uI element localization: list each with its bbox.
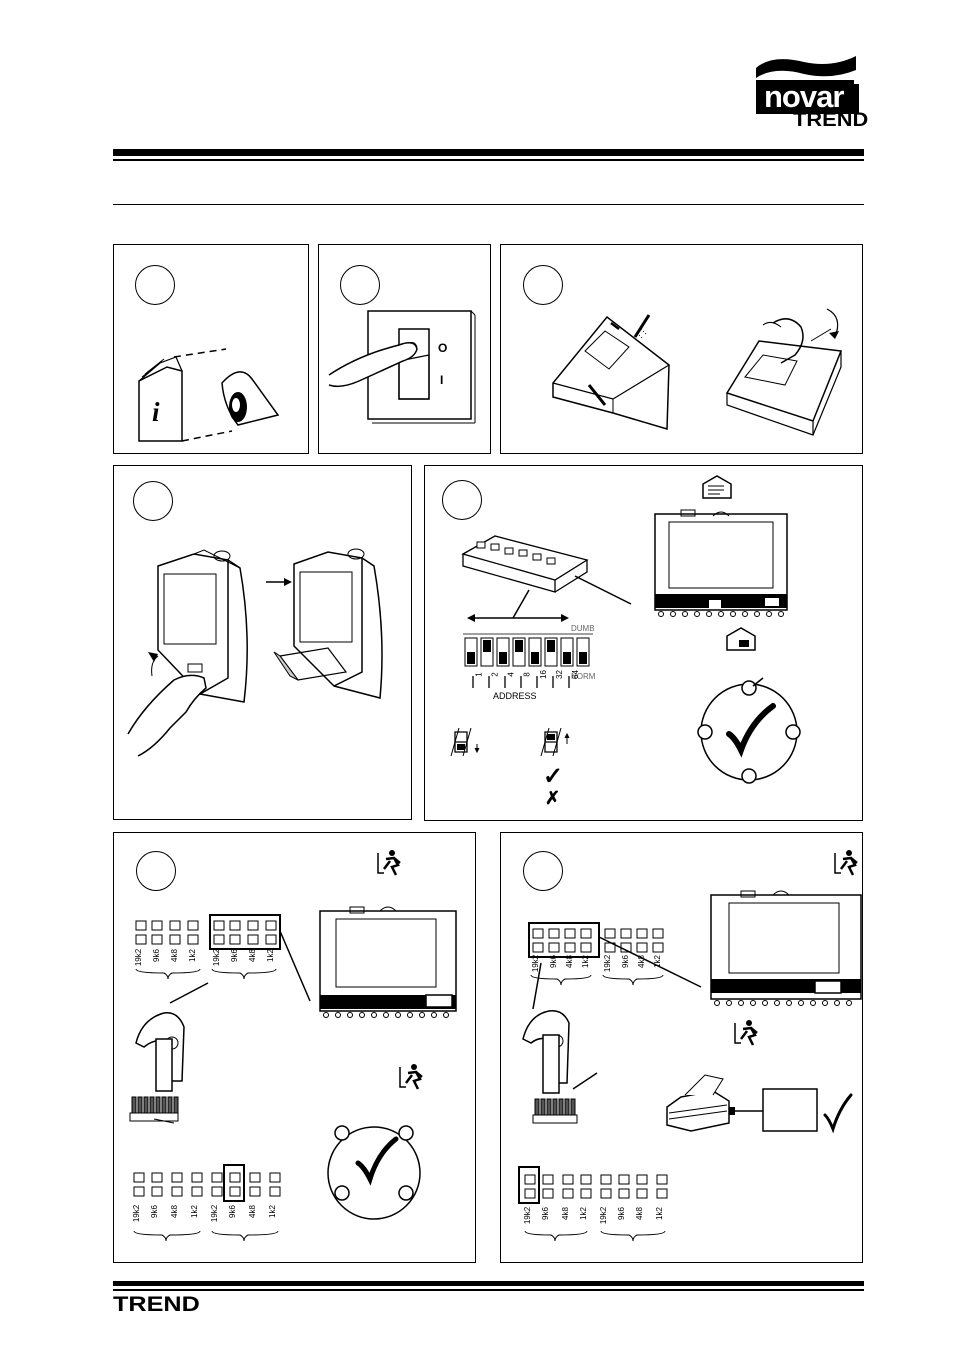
baud-label: 19k2	[599, 1206, 609, 1225]
trend-logo-header: TREND	[793, 110, 869, 131]
panel-step-1: i	[113, 244, 309, 454]
baud-label: 1k2	[267, 1205, 277, 1218]
cross-icon: ✗	[545, 788, 561, 808]
address-value: 2	[490, 672, 500, 677]
baud-label: 1k2	[189, 1205, 199, 1218]
baud-label: 9k6	[540, 1207, 550, 1220]
baud-label: 4k8	[634, 1207, 644, 1220]
panel-step-3	[500, 244, 863, 454]
step-marker	[340, 265, 380, 305]
footer-rule-thin	[113, 1289, 864, 1291]
step-marker	[133, 481, 173, 521]
header-rule-thick	[113, 149, 864, 156]
registered-mark: ®	[840, 64, 846, 73]
step-marker	[523, 265, 563, 305]
printer-baud-illustration	[518, 850, 862, 1242]
baud-label: 9k6	[149, 1205, 159, 1218]
baud-label: 19k2	[132, 1204, 142, 1223]
address-values: 1 2 4 8 16 32 64	[469, 670, 589, 694]
baud-label: 4k8	[560, 1207, 570, 1220]
step-marker	[442, 480, 482, 520]
baud-label: 9k6	[616, 1207, 626, 1220]
dumb-label: DUMB	[571, 624, 595, 633]
address-value: 64	[570, 670, 580, 679]
footer-rule-thick	[113, 1281, 864, 1286]
trend-logo-footer: TREND	[113, 1293, 200, 1316]
baud-label: 19k2	[523, 1206, 533, 1225]
panel-step-7: 19k2 9k6 4k8 1k2 19k2 9k6 4k8 1k2 19k2 9…	[500, 832, 863, 1263]
panel-step-6: 19k2 9k6 4k8 1k2 19k2 9k6 4k8 1k2 19k2 9…	[113, 832, 476, 1263]
address-label: ADDRESS	[493, 691, 537, 701]
address-switch-illustration	[450, 475, 801, 784]
title-rule	[113, 204, 864, 205]
power-switch-illustration	[328, 310, 476, 424]
switch-on-label: I	[440, 373, 444, 387]
remove-cover-illustration	[127, 548, 383, 757]
address-value: 4	[506, 672, 516, 677]
address-value: 8	[522, 672, 532, 677]
baud-label: 4k8	[169, 1205, 179, 1218]
switch-off-label: O	[438, 341, 448, 355]
baud-label: 1k2	[654, 1207, 664, 1220]
header-rule-thin	[113, 159, 864, 161]
baud-label: 4k8	[247, 1205, 257, 1218]
read-manual-illustration	[138, 348, 280, 442]
address-value: 16	[538, 670, 548, 679]
address-value: 32	[554, 670, 564, 679]
panel-step-4	[113, 465, 412, 820]
novar-wordmark: novar	[764, 79, 844, 114]
step-marker	[523, 851, 563, 891]
novar-logo: novar ®	[752, 52, 864, 128]
baud-label: 19k2	[210, 1204, 220, 1223]
step-marker	[135, 265, 175, 305]
panel-step-2: O I	[318, 244, 491, 454]
panel-step-5: DUMB NORM ADDRESS 1 2 4 8 16 32 64 ✓ ✗	[424, 465, 863, 821]
norm-label: NORM	[571, 672, 596, 681]
check-icon: ✓	[543, 763, 564, 790]
baud-rate-illustration	[129, 849, 457, 1242]
baud-labels-bottom: 19k2 9k6 4k8 1k2 19k2 9k6 4k8 1k2	[114, 833, 477, 1264]
baud-labels-bottom: 19k2 9k6 4k8 1k2 19k2 9k6 4k8 1k2	[501, 833, 864, 1264]
baud-label: 9k6	[227, 1205, 237, 1218]
address-value: 1	[474, 672, 484, 677]
baud-label: 1k2	[578, 1207, 588, 1220]
info-symbol: i	[152, 397, 160, 427]
step-marker	[136, 851, 176, 891]
open-enclosure-illustration	[552, 308, 843, 436]
